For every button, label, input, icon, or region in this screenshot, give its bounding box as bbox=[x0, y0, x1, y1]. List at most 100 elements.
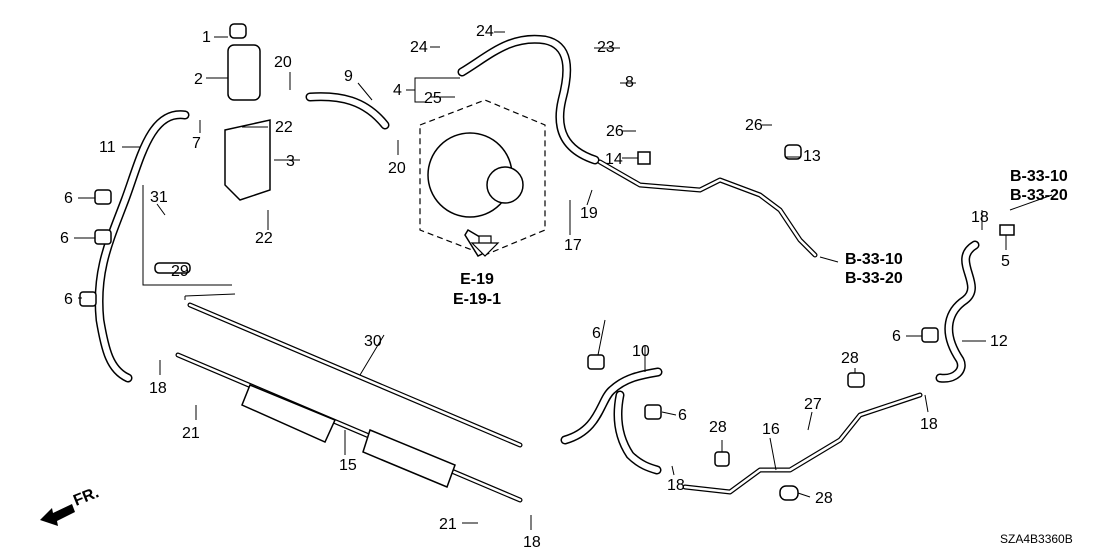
clamp-13 bbox=[784, 144, 802, 160]
pump-outline bbox=[419, 99, 546, 256]
callout: 6 bbox=[892, 328, 901, 345]
diagram-shape bbox=[470, 235, 500, 257]
callout: 28 bbox=[815, 490, 833, 507]
callout: 3 bbox=[286, 153, 295, 170]
callout: 20 bbox=[388, 160, 406, 177]
callout: 6 bbox=[64, 291, 73, 308]
diagram-shape bbox=[714, 451, 730, 467]
diagram-shape bbox=[598, 160, 817, 257]
cooler-fins-15 bbox=[241, 384, 456, 488]
callout: 30 bbox=[364, 333, 382, 350]
divider-line bbox=[184, 293, 236, 297]
callout: 9 bbox=[344, 68, 353, 85]
callout: 5 bbox=[1001, 253, 1010, 270]
callout: 27 bbox=[804, 396, 822, 413]
diagram-shape bbox=[307, 93, 388, 128]
pressure-pipe bbox=[597, 159, 818, 258]
reference-b33-10-right[interactable]: B-33-10 bbox=[1010, 168, 1068, 185]
diagram-shape bbox=[644, 404, 662, 420]
callout: 14 bbox=[605, 151, 623, 168]
callout: 22 bbox=[275, 119, 293, 136]
callout: 18 bbox=[971, 209, 989, 226]
callout: 16 bbox=[762, 421, 780, 438]
pressure-hose-4 bbox=[457, 34, 600, 165]
callout: 19 bbox=[580, 205, 598, 222]
callouts: 1 2 20 9 4 24 24 25 23 8 22 7 11 3 20 26… bbox=[60, 23, 1010, 551]
return-pipe-16 bbox=[682, 392, 923, 495]
cooler-pipe-30 bbox=[175, 302, 523, 503]
bracket-3 bbox=[224, 119, 271, 201]
diagram-shape bbox=[241, 384, 337, 443]
callout: 26 bbox=[745, 117, 763, 134]
callout: 18 bbox=[920, 416, 938, 433]
callout: 2 bbox=[194, 71, 203, 88]
diagram-shape bbox=[587, 354, 605, 370]
callout: 15 bbox=[339, 457, 357, 474]
diagram-shape bbox=[779, 485, 799, 501]
hose-10 bbox=[560, 367, 663, 475]
callout: 1 bbox=[202, 29, 211, 46]
callout: 28 bbox=[709, 419, 727, 436]
reference-b33-20[interactable]: B-33-20 bbox=[845, 270, 903, 287]
diagram-shape bbox=[94, 189, 112, 205]
hose-9 bbox=[305, 92, 390, 130]
reference-b33-20-right[interactable]: B-33-20 bbox=[1010, 187, 1068, 204]
callout: 7 bbox=[192, 135, 201, 152]
reservoir-2 bbox=[227, 23, 261, 101]
diagram-shape bbox=[597, 159, 818, 258]
bracket-29 bbox=[154, 262, 191, 274]
diagram-shape bbox=[459, 36, 598, 163]
diagram-shape bbox=[562, 369, 661, 473]
callout: 18 bbox=[523, 534, 541, 551]
diagram-shape bbox=[79, 291, 97, 307]
diagram-shape bbox=[362, 428, 456, 488]
callout: 20 bbox=[274, 54, 292, 71]
reference-b33-10[interactable]: B-33-10 bbox=[845, 251, 903, 268]
callout: 21 bbox=[439, 516, 457, 533]
callout: 24 bbox=[476, 23, 494, 40]
callout: 28 bbox=[841, 350, 859, 367]
connector-5 bbox=[999, 224, 1015, 236]
arrow-left-icon bbox=[40, 504, 75, 526]
front-direction-arrow: FR. bbox=[40, 484, 101, 526]
diagram-shape bbox=[188, 303, 522, 447]
hose-12 bbox=[935, 240, 980, 383]
reference-e19-1[interactable]: E-19-1 bbox=[453, 291, 501, 308]
callout: 17 bbox=[564, 237, 582, 254]
callout: 25 bbox=[424, 90, 442, 107]
diagram-shape bbox=[486, 166, 524, 204]
inset-bracket-frame bbox=[142, 185, 232, 286]
callout: 6 bbox=[64, 190, 73, 207]
diagram-code: SZA4B3360B bbox=[1000, 532, 1073, 546]
callout: 18 bbox=[667, 477, 685, 494]
diagram-shape bbox=[94, 229, 112, 245]
callout: 18 bbox=[149, 380, 167, 397]
leader-lines bbox=[74, 31, 1007, 530]
callout: 26 bbox=[606, 123, 624, 140]
callout: 22 bbox=[255, 230, 273, 247]
callout: 6 bbox=[678, 407, 687, 424]
diagram-shape bbox=[937, 242, 978, 382]
callout: 12 bbox=[990, 333, 1008, 350]
diagram-shape bbox=[847, 372, 865, 388]
diagram-shape bbox=[176, 353, 522, 502]
diagram-shape bbox=[682, 392, 923, 495]
diagram-shape bbox=[74, 31, 1007, 530]
callout: 13 bbox=[803, 148, 821, 165]
callout: 6 bbox=[592, 325, 601, 342]
callout: 24 bbox=[410, 39, 428, 56]
callout: 21 bbox=[182, 425, 200, 442]
front-label: FR. bbox=[71, 484, 101, 509]
reservoir-cap-1 bbox=[229, 23, 247, 39]
reference-e19[interactable]: E-19 bbox=[460, 271, 494, 288]
callout: 4 bbox=[393, 82, 402, 99]
callout: 29 bbox=[171, 263, 189, 280]
diagram-shape bbox=[227, 44, 261, 101]
callout: 10 bbox=[632, 343, 650, 360]
callout: 31 bbox=[150, 189, 168, 206]
clamp-14 bbox=[637, 151, 651, 165]
diagram-shape bbox=[683, 393, 922, 494]
diagram-shape bbox=[921, 327, 939, 343]
